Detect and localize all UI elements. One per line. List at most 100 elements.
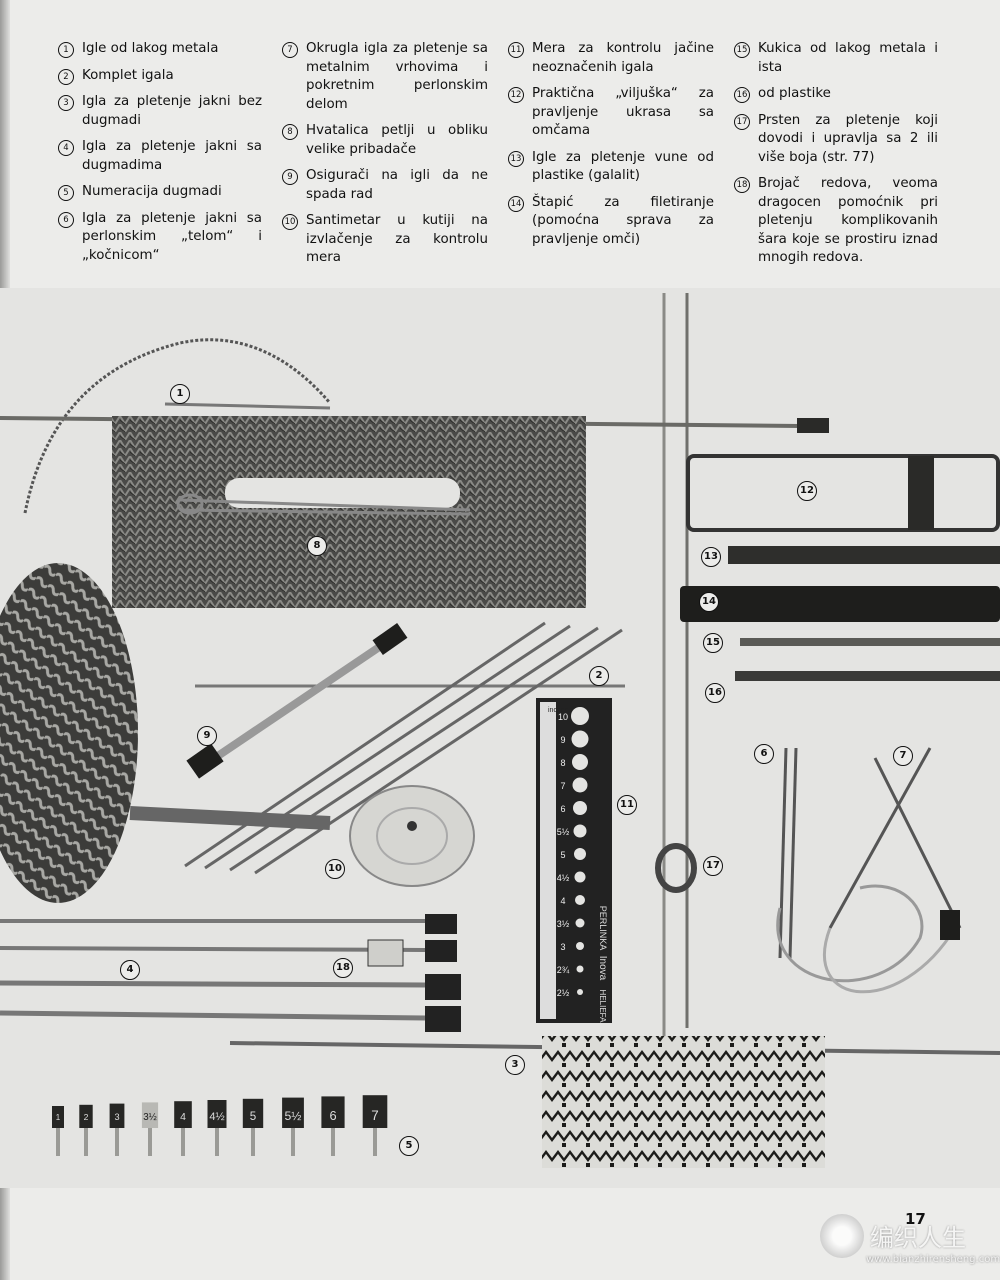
- item-number: 9: [282, 169, 298, 185]
- needle-cap: [797, 418, 829, 433]
- knob-head: [207, 1100, 227, 1128]
- gauge-brand: PERLINKA: [598, 906, 608, 951]
- item-number: 1: [58, 42, 74, 58]
- gauge-hole: [573, 824, 587, 838]
- legend-item: 13 Igle za pletenje vune od plastike (gal…: [508, 149, 714, 186]
- tools-illustration: 1098765½54½43½32¾2½inchesPERLINKAInovaHE…: [0, 293, 1000, 1168]
- knob-number: 4: [180, 1112, 186, 1123]
- gauge-script: Inova: [597, 956, 608, 981]
- gauge-hole: [572, 777, 588, 793]
- gauge-size-label: 2¾: [557, 965, 570, 975]
- item-text: Hvatalica petlji u obliku velike pribada…: [306, 123, 488, 157]
- marker-9: 9: [197, 726, 217, 746]
- gauge-size-label: 4½: [557, 873, 570, 883]
- knob-head: [282, 1097, 304, 1128]
- item-number: 10: [282, 214, 298, 230]
- gauge-hole: [574, 848, 586, 860]
- item-number: 3: [58, 95, 74, 111]
- knob-number: 5: [250, 1110, 256, 1123]
- knob-stem: [215, 1108, 219, 1156]
- gauge-size-label: 6: [560, 804, 565, 814]
- item-number: 12: [508, 87, 524, 103]
- gauge-unit-label: inches: [548, 707, 569, 714]
- item-number: 8: [282, 124, 298, 140]
- legend-item: 3 Igla za pletenje jakni bez dugmadi: [58, 93, 262, 130]
- knob-head: [141, 1102, 159, 1128]
- item-text: Igla za pletenje jakni sa dugmadima: [82, 139, 262, 173]
- fair-isle-swatch: [542, 1036, 825, 1168]
- item-number: 16: [734, 87, 750, 103]
- item-number: 17: [734, 113, 750, 130]
- legend-item: 8 Hvatalica petlji u obliku velike pribad…: [282, 122, 488, 159]
- yarn-ball: [0, 563, 138, 903]
- page-number: 17: [905, 1210, 926, 1228]
- tape-measure-case: [349, 785, 475, 887]
- watermark-title: 编织人生: [870, 1224, 966, 1252]
- marker-16: 16: [705, 683, 725, 703]
- marker-14: 14: [699, 592, 719, 612]
- filet-stick: [680, 586, 1000, 622]
- marker-1: 1: [170, 384, 190, 404]
- knob-stem: [291, 1108, 295, 1156]
- gauge-size-label: 8: [560, 758, 565, 768]
- gauge-hole: [571, 730, 589, 748]
- item-text: Komplet igala: [82, 67, 174, 83]
- watermark: 编织人生 www.bianzhirensheng.com: [820, 1214, 1000, 1274]
- gauge-size-label: 5½: [557, 827, 570, 837]
- knob-number: 4½: [209, 1111, 224, 1123]
- knob-stem: [56, 1108, 60, 1156]
- item-text: Igle za pletenje vune od plastike (galal…: [532, 149, 714, 184]
- item-text: Praktična „viljuška“ za pravljenje ukras…: [532, 86, 714, 138]
- gauge-size-label: 9: [560, 735, 565, 745]
- knob-stem: [148, 1108, 152, 1156]
- marker-17: 17: [703, 856, 723, 876]
- measuring-tape: [129, 806, 331, 830]
- watermark-logo-icon: [820, 1214, 864, 1258]
- item-number: 13: [508, 150, 524, 167]
- marker-13: 13: [701, 547, 721, 567]
- gauge-hole: [576, 942, 584, 950]
- knob-head: [174, 1101, 192, 1128]
- knob-head: [362, 1095, 388, 1128]
- knitting-ring: [655, 843, 697, 893]
- marker-18: 18: [333, 958, 353, 978]
- gauge-hole: [575, 918, 585, 928]
- needle-4c: [0, 980, 426, 988]
- marker-6: 6: [754, 744, 774, 764]
- item-text: Kukica od lakog metala i ista: [758, 41, 938, 75]
- watermark-url: www.bianzhirensheng.com: [866, 1254, 1000, 1265]
- gauge-hole: [575, 895, 585, 905]
- gauge-hole: [574, 871, 586, 883]
- knob-head: [242, 1098, 264, 1128]
- hairpin-fork: [686, 454, 1000, 532]
- item-text: Igle od lakog metala: [82, 41, 219, 56]
- item-text: Igla za pletenje jakni bez dugmadi: [82, 94, 262, 128]
- crochet-hook-plastic: [735, 671, 1000, 681]
- knob-stem: [84, 1108, 88, 1156]
- knob-head: [109, 1103, 125, 1128]
- gauge-hole: [573, 801, 587, 815]
- gauge-hole: [572, 754, 588, 770]
- item-number: 14: [508, 195, 524, 212]
- item-number: 18: [734, 177, 750, 193]
- knob-head: [52, 1106, 64, 1128]
- buttonhole-slot: [225, 478, 460, 508]
- needle-4b: [0, 946, 426, 952]
- legend-item: 12 Praktična „viljuška“ za pravljenje ukr…: [508, 85, 714, 141]
- marker-8: 8: [307, 536, 327, 556]
- knob-stem: [115, 1108, 119, 1156]
- point-protector: [197, 629, 403, 772]
- marker-15: 15: [703, 633, 723, 653]
